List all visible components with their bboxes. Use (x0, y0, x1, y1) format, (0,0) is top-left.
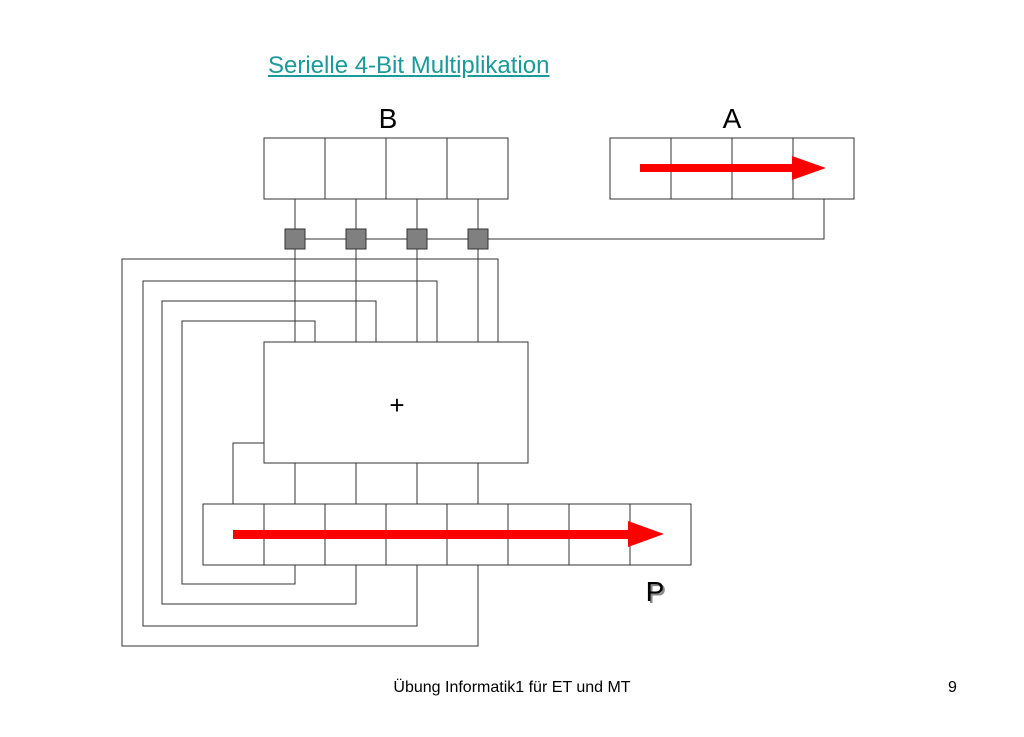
b-to-gate-wires (294, 199, 825, 342)
register-b-cell (385, 137, 448, 200)
and-gates (284, 228, 489, 250)
slide-footer: Übung Informatik1 für ET und MT (393, 679, 631, 696)
slide-title: Serielle 4-Bit Multiplikation (268, 52, 550, 79)
and-gate (345, 228, 367, 250)
and-gate (406, 228, 428, 250)
adder: + (263, 341, 529, 464)
and-gate (284, 228, 306, 250)
register-p-label-shadow: P (648, 578, 667, 609)
page-number: 9 (948, 679, 957, 696)
register-p-shift-arrow (233, 521, 664, 547)
register-b-label: B (379, 103, 398, 134)
register-b-cell (263, 137, 326, 200)
register-b-cell (446, 137, 509, 200)
register-b (263, 137, 509, 200)
register-b-cell (324, 137, 387, 200)
adder-symbol: + (389, 390, 404, 420)
feedback-wires (121, 258, 499, 647)
register-a-shift-arrow (640, 156, 826, 180)
and-gate (467, 228, 489, 250)
register-p-label: P (646, 576, 665, 607)
register-a-label: A (723, 103, 742, 134)
